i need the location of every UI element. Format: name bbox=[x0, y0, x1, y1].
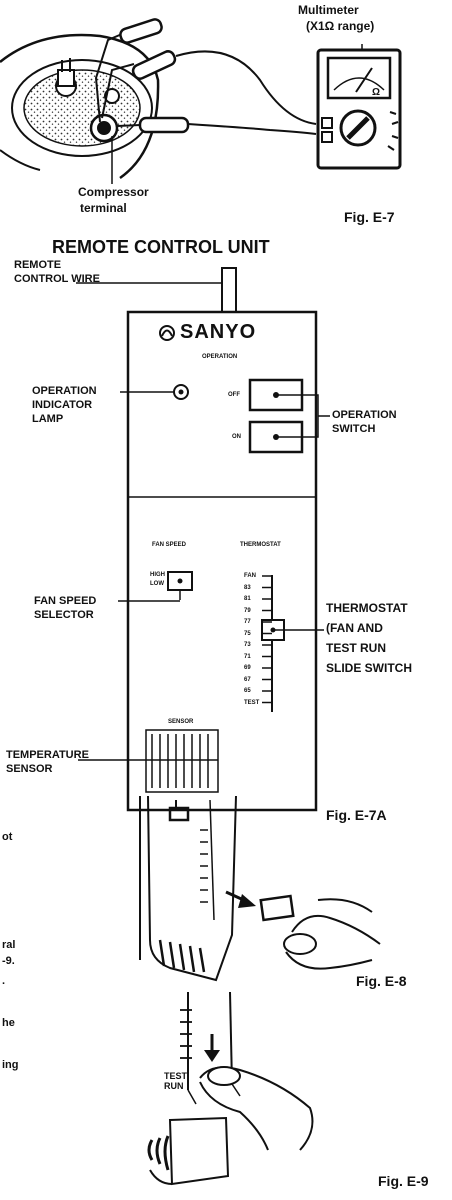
test-run-label-line2: RUN bbox=[164, 1081, 184, 1091]
fan-speed-selector-label: FAN SPEED bbox=[34, 595, 97, 607]
remote-unit-title: REMOTE CONTROL UNIT bbox=[52, 237, 270, 257]
fan-speed-header: FAN SPEED bbox=[152, 542, 187, 548]
sensor-vents bbox=[145, 729, 219, 793]
multimeter-label: Multimeter bbox=[298, 3, 359, 17]
remote-unit-drawing bbox=[76, 267, 330, 812]
operation-lamp-label-line3: LAMP bbox=[32, 413, 64, 425]
fig-e9-drawing bbox=[147, 991, 314, 1186]
operation-switch-label: OPERATION bbox=[332, 409, 397, 421]
remote-wire-label-line2: CONTROL WIRE bbox=[14, 273, 100, 285]
thermostat-scale-label: 81 bbox=[244, 596, 251, 602]
thermostat-scale-label: 69 bbox=[244, 665, 251, 671]
thermostat-scale-label: 67 bbox=[244, 676, 251, 683]
operation-panel-header: OPERATION bbox=[202, 354, 238, 360]
compressor-terminal-label-line2: terminal bbox=[80, 201, 127, 215]
remote-wire-label: REMOTE bbox=[14, 259, 62, 271]
sensor-header: SENSOR bbox=[168, 719, 194, 725]
thermostat-switch-label: THERMOSTAT bbox=[326, 601, 408, 615]
thermostat-scale-label: 65 bbox=[244, 688, 251, 694]
fig-e7a-caption: Fig. E-7A bbox=[326, 807, 387, 823]
fig-e9-caption: Fig. E-9 bbox=[378, 1173, 429, 1189]
compressor-terminal-label: Compressor bbox=[78, 185, 149, 199]
thermostat-header: THERMOSTAT bbox=[240, 542, 281, 548]
margin-fragment: ot bbox=[2, 831, 13, 843]
off-label: OFF bbox=[228, 392, 240, 398]
thermostat-scale-label: 83 bbox=[244, 584, 251, 591]
margin-fragment: he bbox=[2, 1017, 15, 1029]
fig-e8-drawing bbox=[139, 795, 381, 982]
thermostat-scale-label: 71 bbox=[244, 653, 251, 660]
fig-e8-caption: Fig. E-8 bbox=[356, 973, 407, 989]
thermostat-scale-label: FAN bbox=[244, 573, 256, 579]
operation-lamp-label: OPERATION bbox=[32, 385, 97, 397]
thermostat-scale-ticks bbox=[262, 575, 272, 704]
thermostat-switch-label-line2: (FAN AND bbox=[326, 621, 383, 635]
margin-fragment: . bbox=[2, 975, 6, 987]
temperature-sensor-label-line2: SENSOR bbox=[6, 763, 53, 775]
thermostat-scale-label: TEST bbox=[244, 699, 260, 706]
thermostat-switch-label-line4: SLIDE SWITCH bbox=[326, 661, 412, 675]
margin-fragment: -9. bbox=[2, 955, 15, 967]
operation-switch-label-line2: SWITCH bbox=[332, 423, 376, 435]
thermostat-scale-label: 79 bbox=[244, 607, 251, 614]
meter-omega-mark: Ω bbox=[372, 87, 381, 98]
high-label: HIGH bbox=[150, 572, 165, 578]
temperature-sensor-label: TEMPERATURE bbox=[6, 749, 89, 761]
operation-lamp-label-line2: INDICATOR bbox=[32, 399, 93, 411]
margin-fragment: ing bbox=[2, 1059, 19, 1071]
fig-e7-caption: Fig. E-7 bbox=[344, 209, 395, 225]
thermostat-switch-label-line3: TEST RUN bbox=[326, 641, 386, 655]
margin-fragment: ral bbox=[2, 939, 16, 951]
thermostat-scale-label: 73 bbox=[244, 642, 251, 648]
multimeter-range-label: (X1Ω range) bbox=[306, 19, 375, 33]
thermostat-scale-label: 77 bbox=[244, 619, 251, 625]
brand-logo: SANYO bbox=[180, 321, 257, 343]
thermostat-scale-label: 75 bbox=[244, 630, 251, 637]
test-run-label: TEST bbox=[164, 1071, 188, 1081]
fig-e7-drawing bbox=[0, 18, 402, 184]
on-label: ON bbox=[232, 434, 241, 440]
fan-speed-selector-label-line2: SELECTOR bbox=[34, 609, 94, 621]
low-label: LOW bbox=[150, 581, 164, 587]
